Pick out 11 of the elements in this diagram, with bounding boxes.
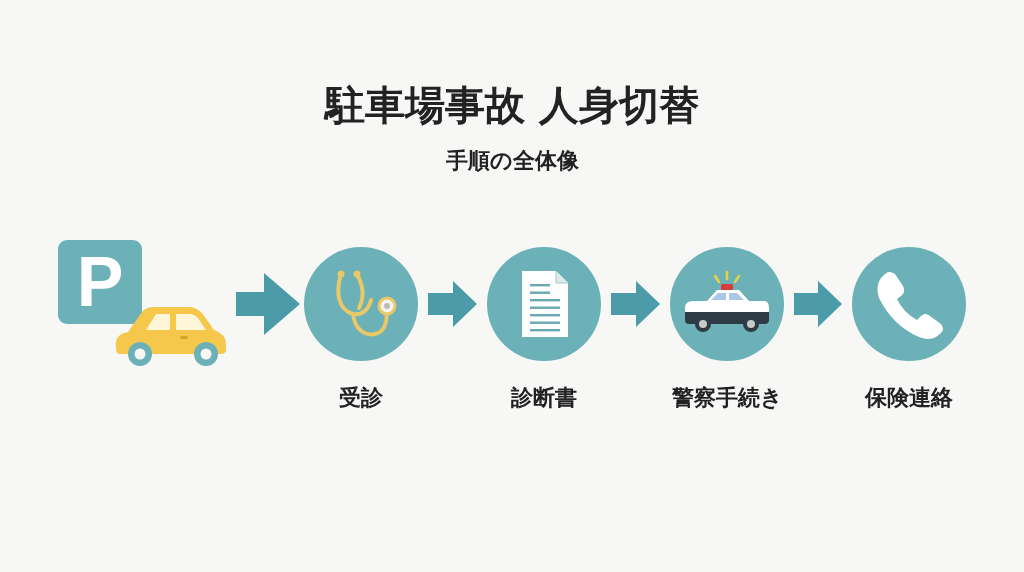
arrow <box>428 281 477 327</box>
parking-letter: P <box>75 242 125 322</box>
step-label: 受診 <box>339 384 383 412</box>
title: 駐車場事故 人身切替 <box>325 81 699 130</box>
arrow <box>611 281 660 327</box>
arrow <box>794 281 842 327</box>
subtitle: 手順の全体像 <box>445 147 579 175</box>
step-label: 診断書 <box>511 384 577 412</box>
step-label: 警察手続き <box>671 384 783 412</box>
arrow <box>236 273 300 335</box>
step-label: 保険連絡 <box>865 384 953 412</box>
